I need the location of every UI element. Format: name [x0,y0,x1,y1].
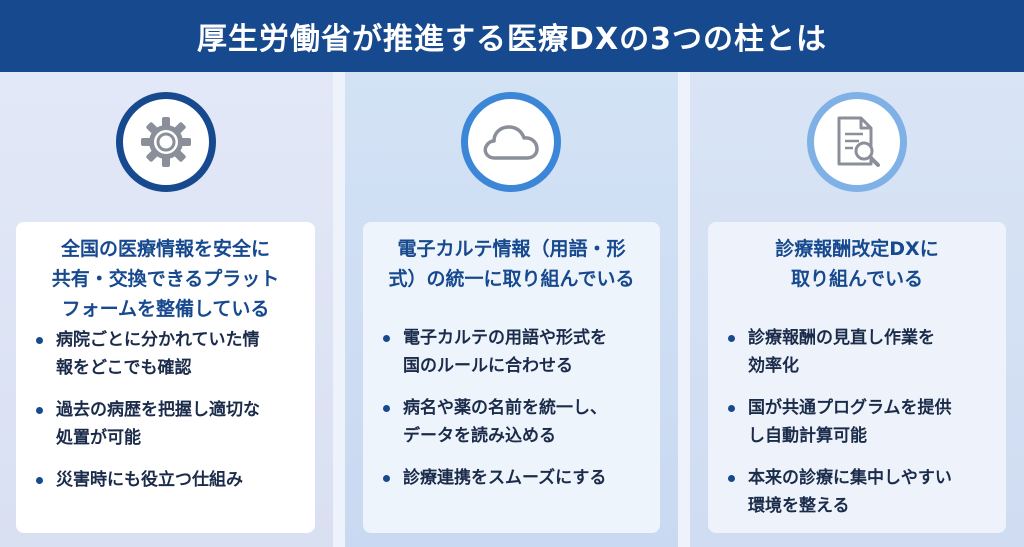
list-item: 国が共通プログラムを提供し自動計算可能 [722,394,992,450]
list-item: 電子カルテの用語や形式を国のルールに合わせる [377,324,646,380]
pillar-item-list: 電子カルテの用語や形式を国のルールに合わせる 病名や薬の名前を統一し、データを読… [377,324,646,492]
document-search-icon [837,116,880,167]
pillar-card: 診療報酬改定DXに 取り組んでいる 診療報酬の見直し作業を効率化 国が共通プログ… [708,222,1006,533]
list-item: 診療報酬の見直し作業を効率化 [722,324,992,380]
pillar-title: 全国の医療情報を安全に 共有・交換できるプラット フォームを整備している [51,238,280,320]
list-item: 災害時にも役立つ仕組み [30,466,301,494]
header-banner: 厚生労働省が推進する医療DXの3つの柱とは [0,0,1024,72]
pillar-item-list: 診療報酬の見直し作業を効率化 国が共通プログラムを提供し自動計算可能 本来の診療… [722,324,992,520]
pillar-billing: 診療報酬改定DXに 取り組んでいる 診療報酬の見直し作業を効率化 国が共通プログ… [690,72,1024,547]
pillar-title: 電子カルテ情報（用語・形 式）の統一に取り組んでいる [388,238,635,290]
icon-circle [807,92,907,192]
icon-circle [116,92,216,192]
page-title: 厚生労働省が推進する医療DXの3つの柱とは [197,22,827,57]
pillar-title: 診療報酬改定DXに 取り組んでいる [775,238,939,290]
icon-circle [461,92,561,192]
list-item: 病院ごとに分かれていた情報をどこでも確認 [30,326,301,382]
pillar-ehr: 電子カルテ情報（用語・形 式）の統一に取り組んでいる 電子カルテの用語や形式を国… [345,72,678,547]
gear-icon [141,117,191,167]
list-item: 病名や薬の名前を統一し、データを読み込める [377,394,646,450]
list-item: 本来の診療に集中しやすい環境を整える [722,464,992,520]
pillar-card: 電子カルテ情報（用語・形 式）の統一に取り組んでいる 電子カルテの用語や形式を国… [363,222,660,533]
pillar-item-list: 病院ごとに分かれていた情報をどこでも確認 過去の病歴を把握し適切な処置が可能 災… [30,326,301,494]
list-item: 診療連携をスムーズにする [377,464,646,492]
cloud-icon [483,125,539,160]
list-item: 過去の病歴を把握し適切な処置が可能 [30,396,301,452]
pillar-platform: 全国の医療情報を安全に 共有・交換できるプラット フォームを整備している 病院ご… [0,72,333,547]
pillar-card: 全国の医療情報を安全に 共有・交換できるプラット フォームを整備している 病院ご… [16,222,315,533]
